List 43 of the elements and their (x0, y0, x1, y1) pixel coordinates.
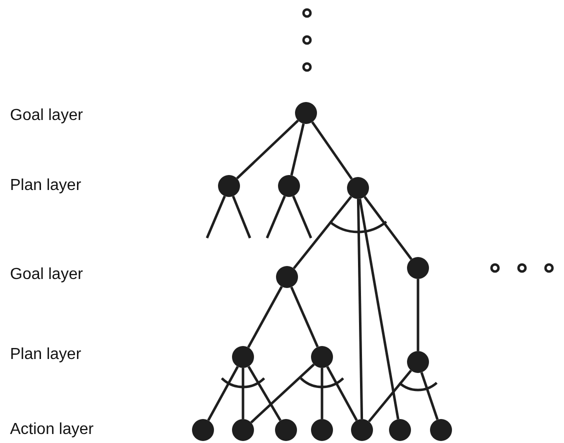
connector-line (320, 368, 324, 419)
node-circle (278, 175, 300, 197)
connector-line (206, 196, 226, 238)
connector-line (236, 120, 299, 180)
connector-line (250, 364, 315, 424)
node-circle (351, 419, 373, 441)
node-circle (232, 419, 254, 441)
connector-line (232, 196, 252, 238)
connector-line (358, 198, 400, 420)
node-circle (275, 419, 297, 441)
node-circle (218, 175, 240, 197)
node-circle (407, 257, 429, 279)
node-circle (407, 351, 429, 373)
connector-line (326, 366, 358, 421)
layer-label: Plan layer (10, 177, 82, 195)
connector-line (292, 196, 352, 270)
connector-line (290, 123, 305, 176)
connector-line (290, 286, 319, 348)
connector-line (207, 366, 239, 421)
node-circle (276, 266, 298, 288)
node-circle (389, 419, 411, 441)
connector-line (292, 196, 312, 238)
layer-label: Goal layer (10, 107, 83, 125)
connector-line (364, 196, 412, 260)
layer-label: Plan layer (10, 346, 82, 364)
layer-label: Goal layer (10, 266, 83, 284)
node-circle (311, 346, 333, 368)
connector-line (356, 198, 364, 420)
connector-line (311, 121, 353, 180)
node-circle (192, 419, 214, 441)
connector-line (420, 372, 439, 420)
node-circle (232, 346, 254, 368)
connector-line (266, 196, 286, 238)
connector-line (248, 366, 282, 422)
connector-line (416, 279, 420, 351)
node-circle (311, 419, 333, 441)
layer-label: Action layer (10, 421, 94, 439)
connector-line (368, 370, 412, 422)
node-circle (430, 419, 452, 441)
node-circle (295, 102, 317, 124)
node-circle (347, 177, 369, 199)
connector-line (242, 368, 244, 419)
connector-line (247, 286, 283, 348)
